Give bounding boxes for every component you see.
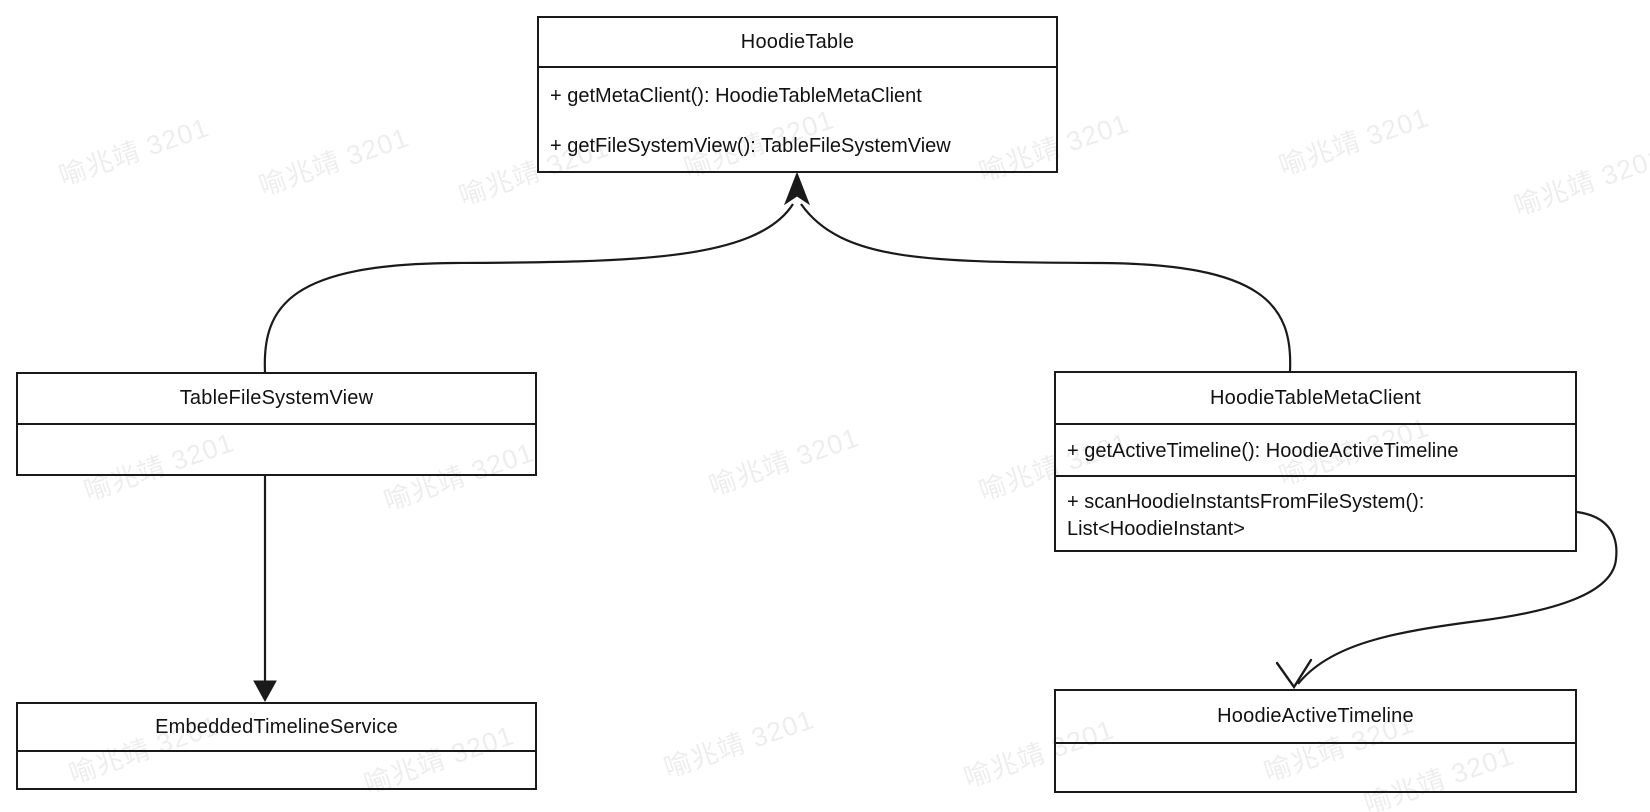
method-getactivetimeline: + getActiveTimeline(): HoodieActiveTimel… [1067,440,1459,462]
class-methods-compartment: + getMetaClient(): HoodieTableMetaClient… [539,68,1056,160]
class-empty-compartment [18,425,535,439]
method-getmetaclient: + getMetaClient(): HoodieTableMetaClient [550,85,922,107]
class-empty-compartment [18,752,535,766]
edge-s-curve[interactable] [1297,510,1618,685]
arrowhead-open [1275,658,1313,690]
edge-hoodietablemetaclient-to-hoodietable[interactable] [783,171,1292,372]
method-scanhoodieinstants: + scanHoodieInstantsFromFileSystem(): Li… [1067,491,1425,540]
class-title: HoodieTable [539,18,1056,68]
edge-tablefilesystemview-to-embeddedtimelineservice[interactable] [253,476,277,703]
class-embeddedtimelineservice[interactable]: EmbeddedTimelineService [16,702,537,790]
method-getfilesystemview: + getFileSystemView(): TableFileSystemVi… [550,135,951,157]
class-tablefilesystemview[interactable]: TableFileSystemView [16,372,537,476]
edge-hoodietablemetaclient-to-hoodieactivetimeline[interactable] [1275,510,1618,690]
class-hoodietable[interactable]: HoodieTable + getMetaClient(): HoodieTab… [537,16,1058,173]
class-title: TableFileSystemView [18,374,535,425]
arrowhead-down-filled [253,680,277,703]
edge-tablefilesystemview-to-hoodietable[interactable] [263,203,794,373]
class-title: EmbeddedTimelineService [18,704,535,752]
edge-curve-right[interactable] [800,203,1292,372]
edge-curve-left[interactable] [263,203,794,373]
class-title: HoodieTableMetaClient [1056,373,1575,425]
class-hoodietablemetaclient[interactable]: HoodieTableMetaClient + getActiveTimelin… [1054,371,1577,552]
arrowhead-up-filled [783,171,811,206]
class-hoodieactivetimeline[interactable]: HoodieActiveTimeline [1054,689,1577,793]
class-title: HoodieActiveTimeline [1056,691,1575,744]
class-methods-compartment: + getActiveTimeline(): HoodieActiveTimel… [1056,425,1575,477]
class-methods-compartment: + scanHoodieInstantsFromFileSystem(): Li… [1056,477,1575,543]
class-empty-compartment [1056,744,1575,758]
